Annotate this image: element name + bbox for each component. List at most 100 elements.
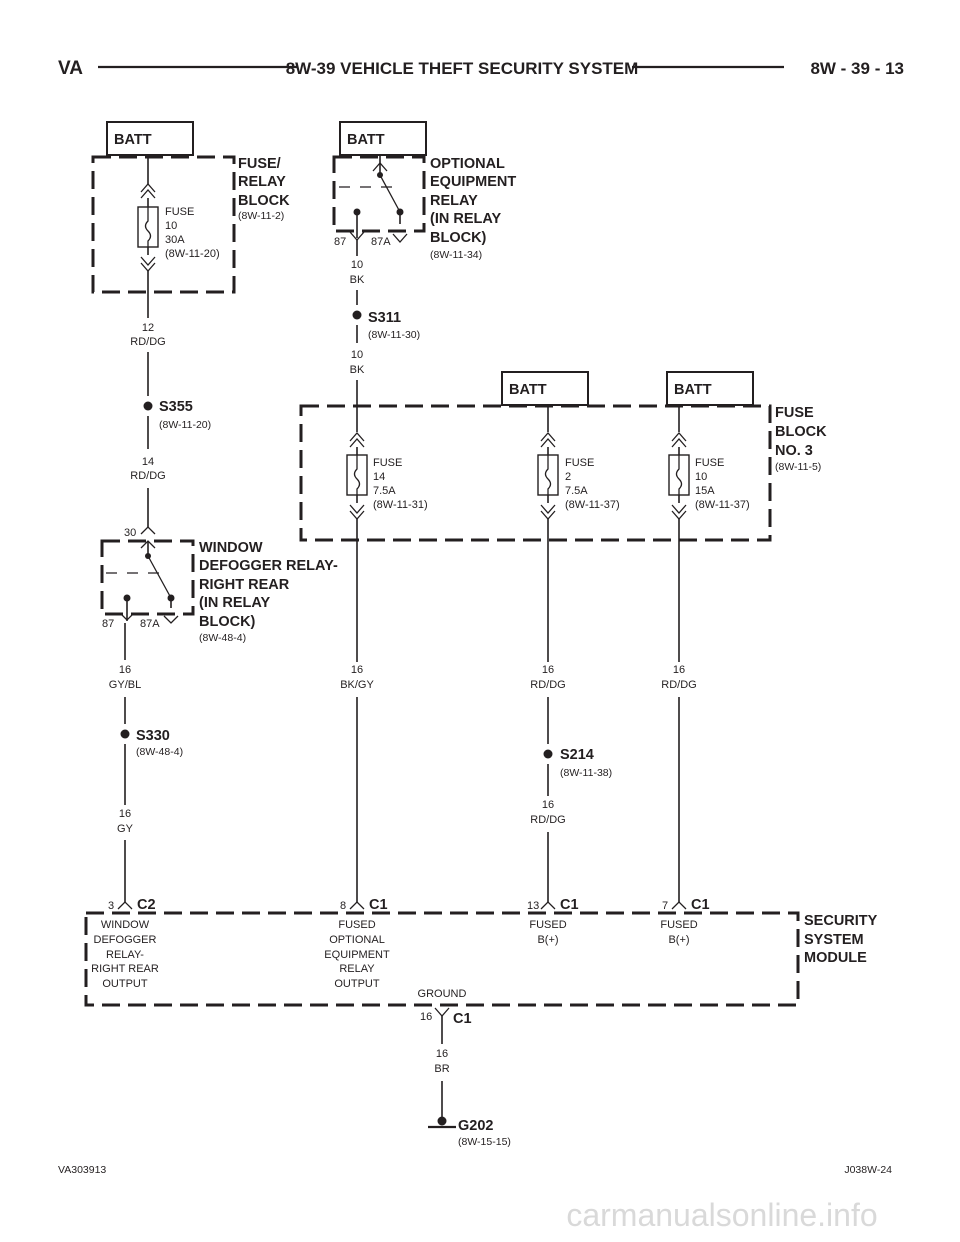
defogger-relay-pin-30: 30: [124, 527, 136, 539]
fuse-2-label: FUSE 2 7.5A (8W-11-37): [565, 457, 620, 511]
module-title: SECURITY SYSTEM MODULE: [804, 913, 878, 966]
batt-box-1: [106, 121, 194, 156]
svg-text:(8W-11-31): (8W-11-31): [373, 499, 428, 511]
svg-text:FUSE: FUSE: [565, 457, 594, 469]
batt-label-1: BATT: [114, 132, 152, 148]
svg-text:OPTIONAL: OPTIONAL: [430, 156, 505, 172]
svg-text:WINDOW: WINDOW: [199, 540, 263, 556]
svg-text:S355: S355: [159, 399, 193, 415]
svg-text:16: 16: [542, 664, 554, 676]
defogger-relay-pin-87a: 87A: [140, 618, 160, 630]
svg-text:SECURITY: SECURITY: [804, 913, 878, 929]
wire-label-16-bkgy: 16 BK/GY: [340, 664, 374, 691]
svg-text:BK: BK: [350, 364, 365, 376]
svg-text:(8W-11-37): (8W-11-37): [565, 499, 620, 511]
optional-relay-pin-87a: 87A: [371, 236, 391, 248]
svg-text:(IN RELAY: (IN RELAY: [199, 595, 270, 611]
svg-text:16: 16: [673, 664, 685, 676]
splice-s330-label: S330 (8W-48-4): [136, 728, 183, 758]
svg-text:(8W-48-4): (8W-48-4): [199, 632, 246, 644]
svg-text:RELAY-: RELAY-: [106, 949, 144, 961]
wire-label-16-gybl: 16 GY/BL: [109, 664, 141, 691]
pin-7-connector: C1: [691, 897, 710, 913]
optional-relay-outline: [332, 155, 426, 233]
ground-pin-number: 16: [420, 1011, 432, 1023]
svg-text:OUTPUT: OUTPUT: [334, 978, 380, 990]
svg-text:12: 12: [142, 322, 154, 334]
header-title: 8W-39 VEHICLE THEFT SECURITY SYSTEM: [286, 59, 639, 78]
svg-text:S330: S330: [136, 728, 170, 744]
module-outline: [84, 911, 800, 1007]
svg-text:SYSTEM: SYSTEM: [804, 932, 864, 948]
pin-7-description: FUSED B(+): [660, 919, 697, 946]
ground-connector: C1: [453, 1011, 472, 1027]
splice-s311-dot: [352, 310, 362, 320]
batt-label-4: BATT: [674, 382, 712, 398]
pin-7-number: 7: [662, 900, 668, 912]
svg-text:OUTPUT: OUTPUT: [102, 978, 148, 990]
fuse-relay-block-outline: [91, 155, 236, 294]
fuse-block-3: BATT BATT FUSE BLOCK NO. 3 (8W-11-5) FUS…: [299, 371, 827, 542]
fuse-relay-block-title: FUSE/ RELAY BLOCK (8W-11-2): [238, 156, 290, 222]
defogger-relay-title: WINDOW DEFOGGER RELAY- RIGHT REAR (IN RE…: [199, 540, 338, 644]
splice-s311-label: S311 (8W-11-30): [368, 310, 420, 341]
svg-text:FUSE: FUSE: [373, 457, 402, 469]
svg-text:BR: BR: [434, 1063, 449, 1075]
wire-label-10-bk-upper: 10 BK: [350, 259, 365, 286]
svg-text:2: 2: [565, 471, 571, 483]
fuse-block-3-title: FUSE BLOCK NO. 3 (8W-11-5): [775, 405, 827, 473]
pin-13-description: FUSED B(+): [529, 919, 566, 946]
svg-text:MODULE: MODULE: [804, 950, 867, 966]
footer-right-code: J038W-24: [844, 1164, 892, 1176]
svg-text:(IN RELAY: (IN RELAY: [430, 211, 501, 227]
svg-text:16: 16: [119, 808, 131, 820]
svg-text:(8W-11-20): (8W-11-20): [165, 248, 220, 260]
svg-text:(8W-11-38): (8W-11-38): [560, 767, 612, 779]
svg-text:BLOCK: BLOCK: [238, 193, 290, 209]
middle-wires: 16 BK/GY 16 RD/DG S214 (8W-11-38) 16 RD/…: [340, 519, 697, 902]
fuse-relay-block: BATT FUSE 10 30A (8W-11-20) FUSE/ RELAY …: [91, 121, 290, 527]
splice-s355-dot: [143, 401, 153, 411]
wire-label-16-gy: 16 GY: [117, 808, 134, 835]
svg-text:OPTIONAL: OPTIONAL: [329, 934, 385, 946]
svg-text:RELAY: RELAY: [238, 174, 286, 190]
svg-text:(8W-11-34): (8W-11-34): [430, 249, 482, 261]
svg-text:GY/BL: GY/BL: [109, 679, 141, 691]
svg-text:10: 10: [351, 259, 363, 271]
splice-s330-dot: [120, 729, 130, 739]
svg-text:RELAY: RELAY: [339, 963, 375, 975]
svg-text:16: 16: [436, 1048, 448, 1060]
svg-text:EQUIPMENT: EQUIPMENT: [324, 949, 390, 961]
svg-text:(8W-11-20): (8W-11-20): [159, 419, 211, 431]
svg-text:10: 10: [351, 349, 363, 361]
fuse-block-3-outline: [299, 404, 772, 542]
pin-13-number: 13: [527, 900, 539, 912]
pin-8-connector: C1: [369, 897, 388, 913]
ground-g202: G202 (8W-15-15): [428, 1116, 511, 1148]
svg-text:RIGHT REAR: RIGHT REAR: [91, 963, 159, 975]
splice-s214-label: S214 (8W-11-38): [560, 747, 612, 779]
svg-text:BLOCK): BLOCK): [199, 614, 256, 630]
svg-text:G202: G202: [458, 1118, 493, 1134]
svg-text:RELAY: RELAY: [430, 193, 478, 209]
ground-label: GROUND: [418, 988, 467, 1000]
svg-text:FUSE: FUSE: [695, 457, 724, 469]
svg-text:S214: S214: [560, 747, 594, 763]
svg-text:FUSED: FUSED: [529, 919, 566, 931]
svg-text:(8W-48-4): (8W-48-4): [136, 746, 183, 758]
optional-relay-title: OPTIONAL EQUIPMENT RELAY (IN RELAY BLOCK…: [430, 156, 516, 261]
svg-text:(8W-11-5): (8W-11-5): [775, 461, 821, 473]
pin-3-description: WINDOW DEFOGGER RELAY- RIGHT REAR OUTPUT: [91, 919, 159, 990]
svg-text:(8W-11-30): (8W-11-30): [368, 329, 420, 341]
svg-text:WINDOW: WINDOW: [101, 919, 150, 931]
pin-8-description: FUSED OPTIONAL EQUIPMENT RELAY OUTPUT: [324, 919, 390, 990]
svg-text:(8W-15-15): (8W-15-15): [458, 1136, 511, 1148]
optional-relay-pin-87: 87: [334, 236, 346, 248]
svg-text:RD/DG: RD/DG: [130, 336, 165, 348]
watermark: carmanualsonline.info: [566, 1197, 877, 1233]
security-system-module: SECURITY SYSTEM MODULE 3 C2 WINDOW DEFOG…: [84, 897, 878, 1117]
svg-text:7.5A: 7.5A: [373, 485, 396, 497]
svg-text:RIGHT REAR: RIGHT REAR: [199, 577, 290, 593]
splice-s214-dot: [543, 749, 553, 759]
